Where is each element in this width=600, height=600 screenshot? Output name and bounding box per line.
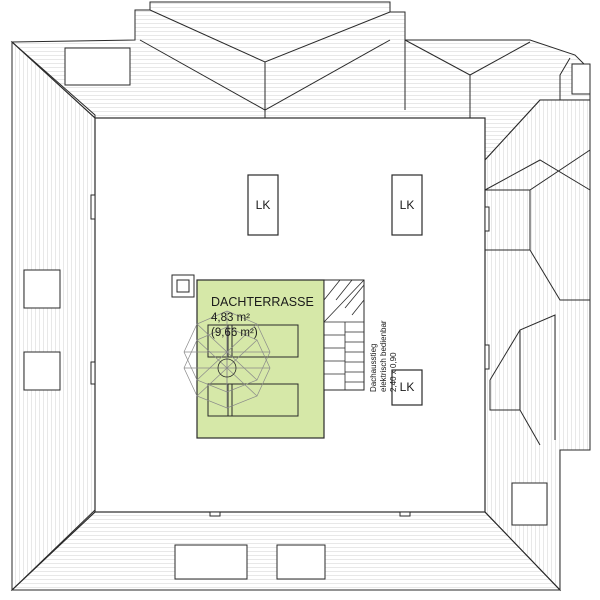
skylight-label: LK	[400, 198, 415, 212]
sun-lounger	[207, 383, 299, 417]
skylight-label: LK	[256, 198, 271, 212]
terrace-title: DACHTERRASSE	[211, 295, 314, 309]
roof-outline	[10, 1, 591, 592]
parasol	[183, 326, 271, 409]
terrace-area-value: 4,83 m²	[211, 312, 250, 324]
stair-steps	[323, 279, 365, 390]
terrace-total-area: (9,66 m²)	[211, 327, 258, 339]
hatch-note-line-1: Dachausstieg	[369, 344, 378, 392]
skylight-3: LK	[391, 369, 423, 406]
roof-vents	[23, 47, 591, 580]
skylight-label: LK	[400, 380, 415, 394]
parasol-base	[217, 358, 237, 378]
terrace-area	[196, 279, 325, 439]
roof-terrace: DACHTERRASSE 4,83 m² (9,66 m²)	[183, 279, 325, 439]
hip-lines	[11, 9, 591, 591]
hatch-note-line-3: 2,40 x 0,90	[389, 352, 398, 392]
roof-hatch: Dachausstieg elektrisch bedienbar 2,40 x…	[323, 279, 398, 392]
skylight-2: LK	[391, 174, 423, 236]
skylight-1: LK	[247, 174, 279, 236]
hatch-note-line-2: elektrisch bedienbar	[379, 320, 388, 392]
vent-box	[171, 274, 195, 298]
